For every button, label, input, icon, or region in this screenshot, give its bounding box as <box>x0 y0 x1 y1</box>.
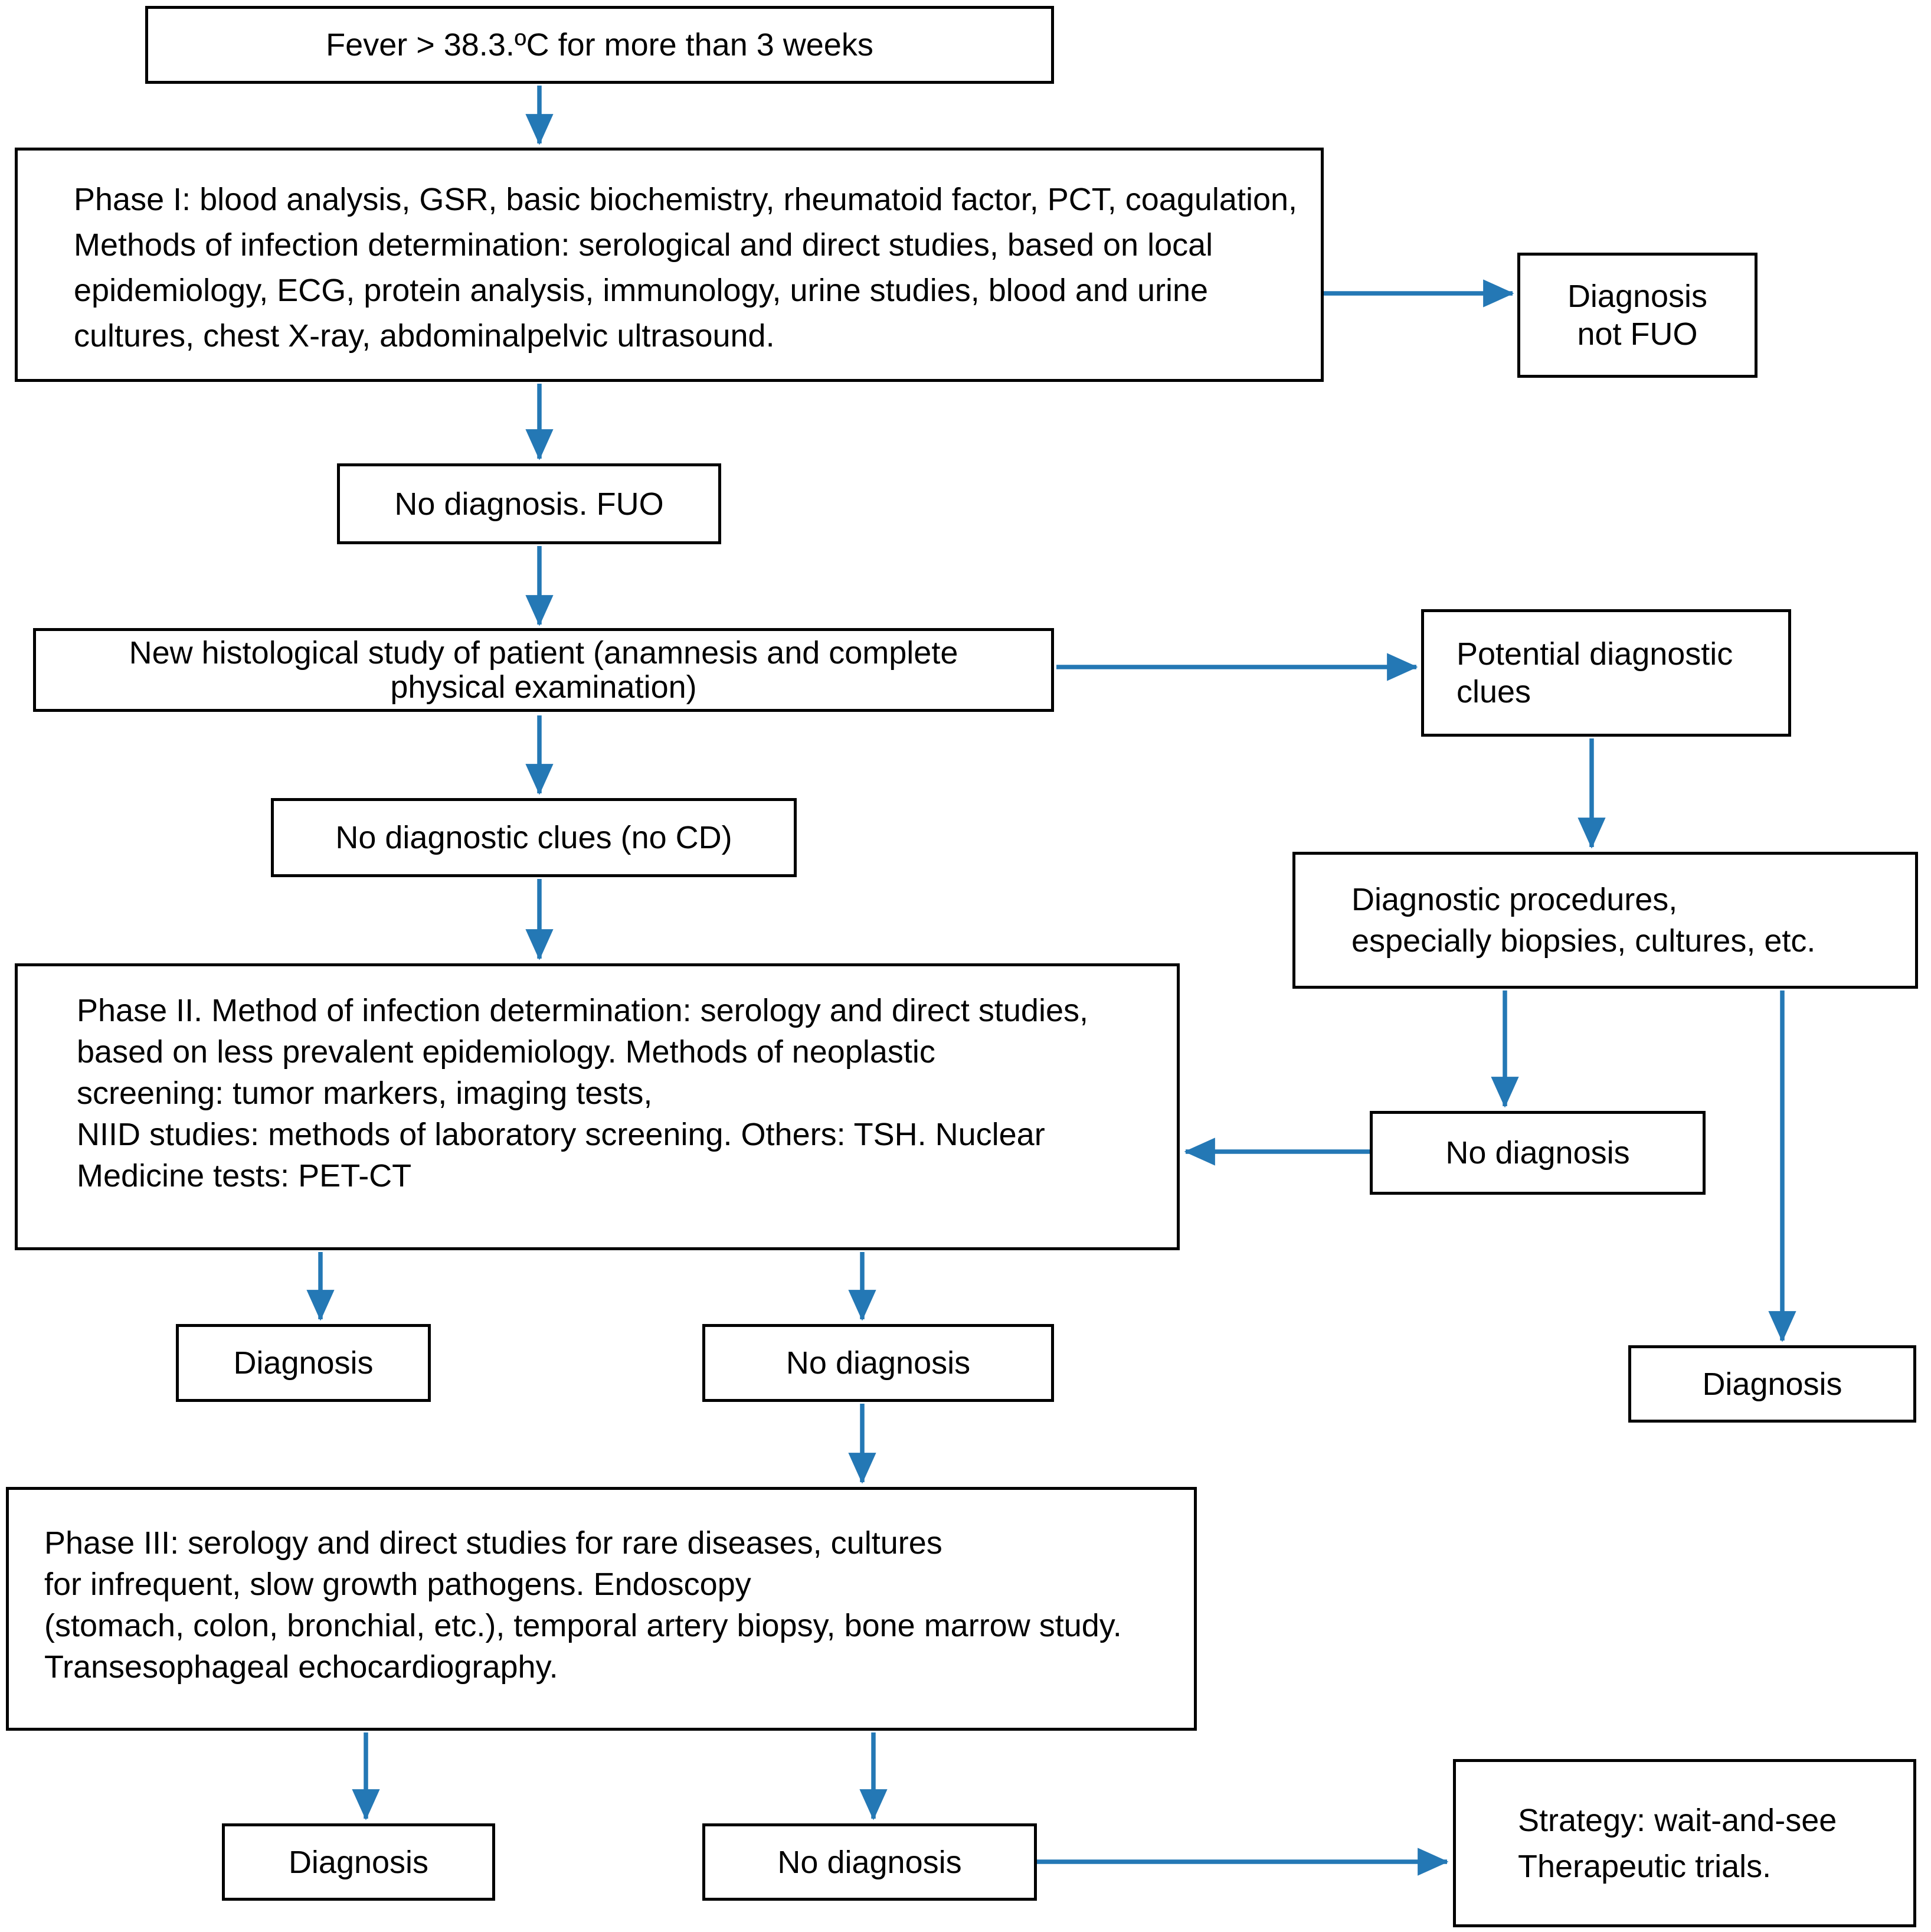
node-new-histological-line: physical examination) <box>390 669 697 705</box>
node-fever-label: Fever > 38.3.ºC for more than 3 weeks <box>326 27 873 63</box>
node-no-diagnosis-after-phase2: No diagnosis <box>702 1324 1054 1402</box>
node-phase1-line: epidemiology, ECG, protein analysis, imm… <box>74 273 1209 308</box>
node-strategy: Strategy: wait-and-see Therapeutic trial… <box>1453 1759 1916 1927</box>
node-diagnostic-procedures-line: especially biopsies, cultures, etc. <box>1351 923 1816 959</box>
node-phase2: Phase II. Method of infection determinat… <box>15 963 1180 1250</box>
node-no-diagnosis-fuo: No diagnosis. FUO <box>337 463 721 544</box>
node-diagnosis-not-fuo-line: Diagnosis <box>1567 279 1708 314</box>
node-phase3: Phase III: serology and direct studies f… <box>6 1487 1197 1731</box>
node-phase3-line: Transesophageal echocardiography. <box>44 1649 558 1685</box>
node-phase2-line: Phase II. Method of infection determinat… <box>77 993 1088 1028</box>
node-diagnosis-after-phase3: Diagnosis <box>222 1823 495 1901</box>
node-no-diagnosis-right-label: No diagnosis <box>1445 1135 1630 1171</box>
node-no-diagnostic-clues-label: No diagnostic clues (no CD) <box>335 820 732 855</box>
node-phase2-line: screening: tumor markers, imaging tests, <box>77 1075 653 1111</box>
node-fever: Fever > 38.3.ºC for more than 3 weeks <box>145 6 1054 84</box>
node-phase1-line: Phase I: blood analysis, GSR, basic bioc… <box>74 182 1298 217</box>
node-strategy-line: Therapeutic trials. <box>1518 1848 1772 1884</box>
node-potential-clues-line: clues <box>1457 674 1531 710</box>
node-no-diagnosis-right: No diagnosis <box>1370 1111 1706 1195</box>
node-no-diagnosis-after-phase2-label: No diagnosis <box>786 1345 971 1381</box>
node-phase1: Phase I: blood analysis, GSR, basic bioc… <box>15 148 1324 382</box>
node-diagnosis-not-fuo: Diagnosis not FUO <box>1517 253 1757 378</box>
node-no-diagnosis-fuo-label: No diagnosis. FUO <box>394 486 664 522</box>
node-no-diagnosis-after-phase3: No diagnosis <box>702 1823 1037 1901</box>
node-no-diagnosis-after-phase3-label: No diagnosis <box>777 1844 962 1880</box>
node-phase3-line: (stomach, colon, bronchial, etc.), tempo… <box>44 1608 1122 1643</box>
node-diagnostic-procedures: Diagnostic procedures, especially biopsi… <box>1292 852 1918 989</box>
node-phase2-line: Medicine tests: PET-CT <box>77 1158 412 1194</box>
node-potential-clues: Potential diagnostic clues <box>1421 609 1791 737</box>
node-phase2-line: NIID studies: methods of laboratory scre… <box>77 1117 1045 1152</box>
node-diagnosis-not-fuo-line: not FUO <box>1577 316 1698 352</box>
node-diagnosis-after-phase2: Diagnosis <box>176 1324 431 1402</box>
node-diagnosis-far-right-label: Diagnosis <box>1702 1366 1842 1402</box>
node-no-diagnostic-clues: No diagnostic clues (no CD) <box>271 798 797 877</box>
node-phase1-line: Methods of infection determination: sero… <box>74 227 1213 263</box>
node-phase1-line: cultures, chest X-ray, abdominalpelvic u… <box>74 318 775 354</box>
node-new-histological: New histological study of patient (anamn… <box>33 628 1054 712</box>
node-strategy-line: Strategy: wait-and-see <box>1518 1802 1837 1838</box>
node-phase2-line: based on less prevalent epidemiology. Me… <box>77 1034 935 1070</box>
node-phase3-line: Phase III: serology and direct studies f… <box>44 1525 942 1561</box>
node-diagnosis-after-phase3-label: Diagnosis <box>288 1844 429 1880</box>
node-potential-clues-line: Potential diagnostic <box>1457 636 1733 672</box>
node-phase3-line: for infrequent, slow growth pathogens. E… <box>44 1567 751 1602</box>
node-new-histological-line: New histological study of patient (anamn… <box>129 635 958 671</box>
node-diagnosis-after-phase2-label: Diagnosis <box>233 1345 374 1381</box>
node-diagnostic-procedures-line: Diagnostic procedures, <box>1351 882 1678 917</box>
node-diagnosis-far-right: Diagnosis <box>1628 1345 1916 1423</box>
